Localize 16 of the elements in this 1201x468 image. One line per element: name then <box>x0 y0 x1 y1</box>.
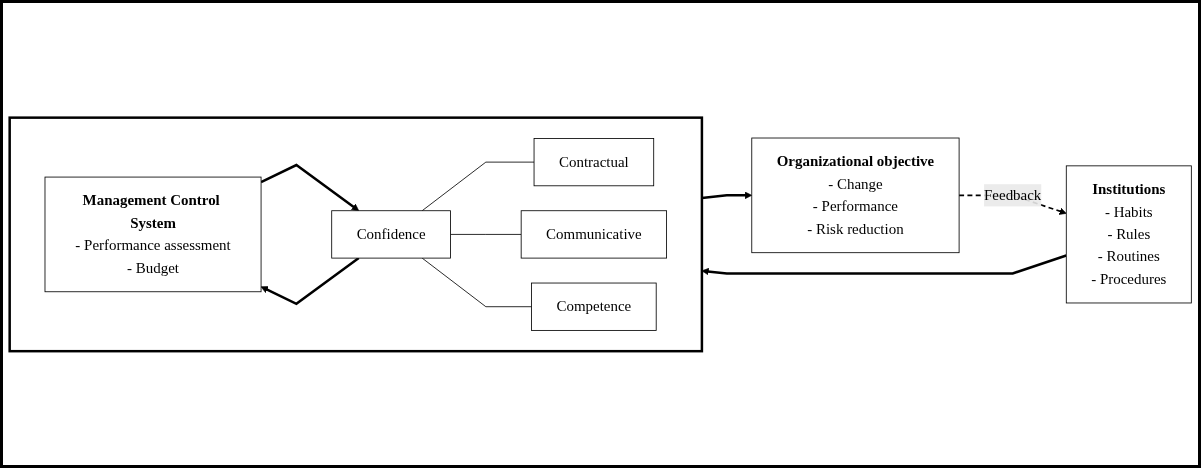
node-box: Communicative <box>520 209 667 259</box>
edge-label: Feedback <box>984 186 1042 203</box>
arrow <box>260 163 360 211</box>
cluster <box>8 116 704 352</box>
node-box: Management Control System - Performance assessment - Budget <box>44 176 262 292</box>
arrow <box>260 256 360 305</box>
node-box: Competence <box>531 282 657 331</box>
connector <box>421 161 535 211</box>
node-box: Contractual <box>533 137 655 186</box>
connector <box>421 257 532 307</box>
connector <box>450 233 522 235</box>
arrow <box>701 191 753 199</box>
node-box: Institutions - Habits - Rules - Routines - Procedures <box>1065 165 1192 303</box>
node-box: Confidence <box>331 209 451 259</box>
node-box: Organizational objective - Change - Performance - Risk reduction <box>751 137 960 253</box>
arrow <box>701 253 1067 275</box>
